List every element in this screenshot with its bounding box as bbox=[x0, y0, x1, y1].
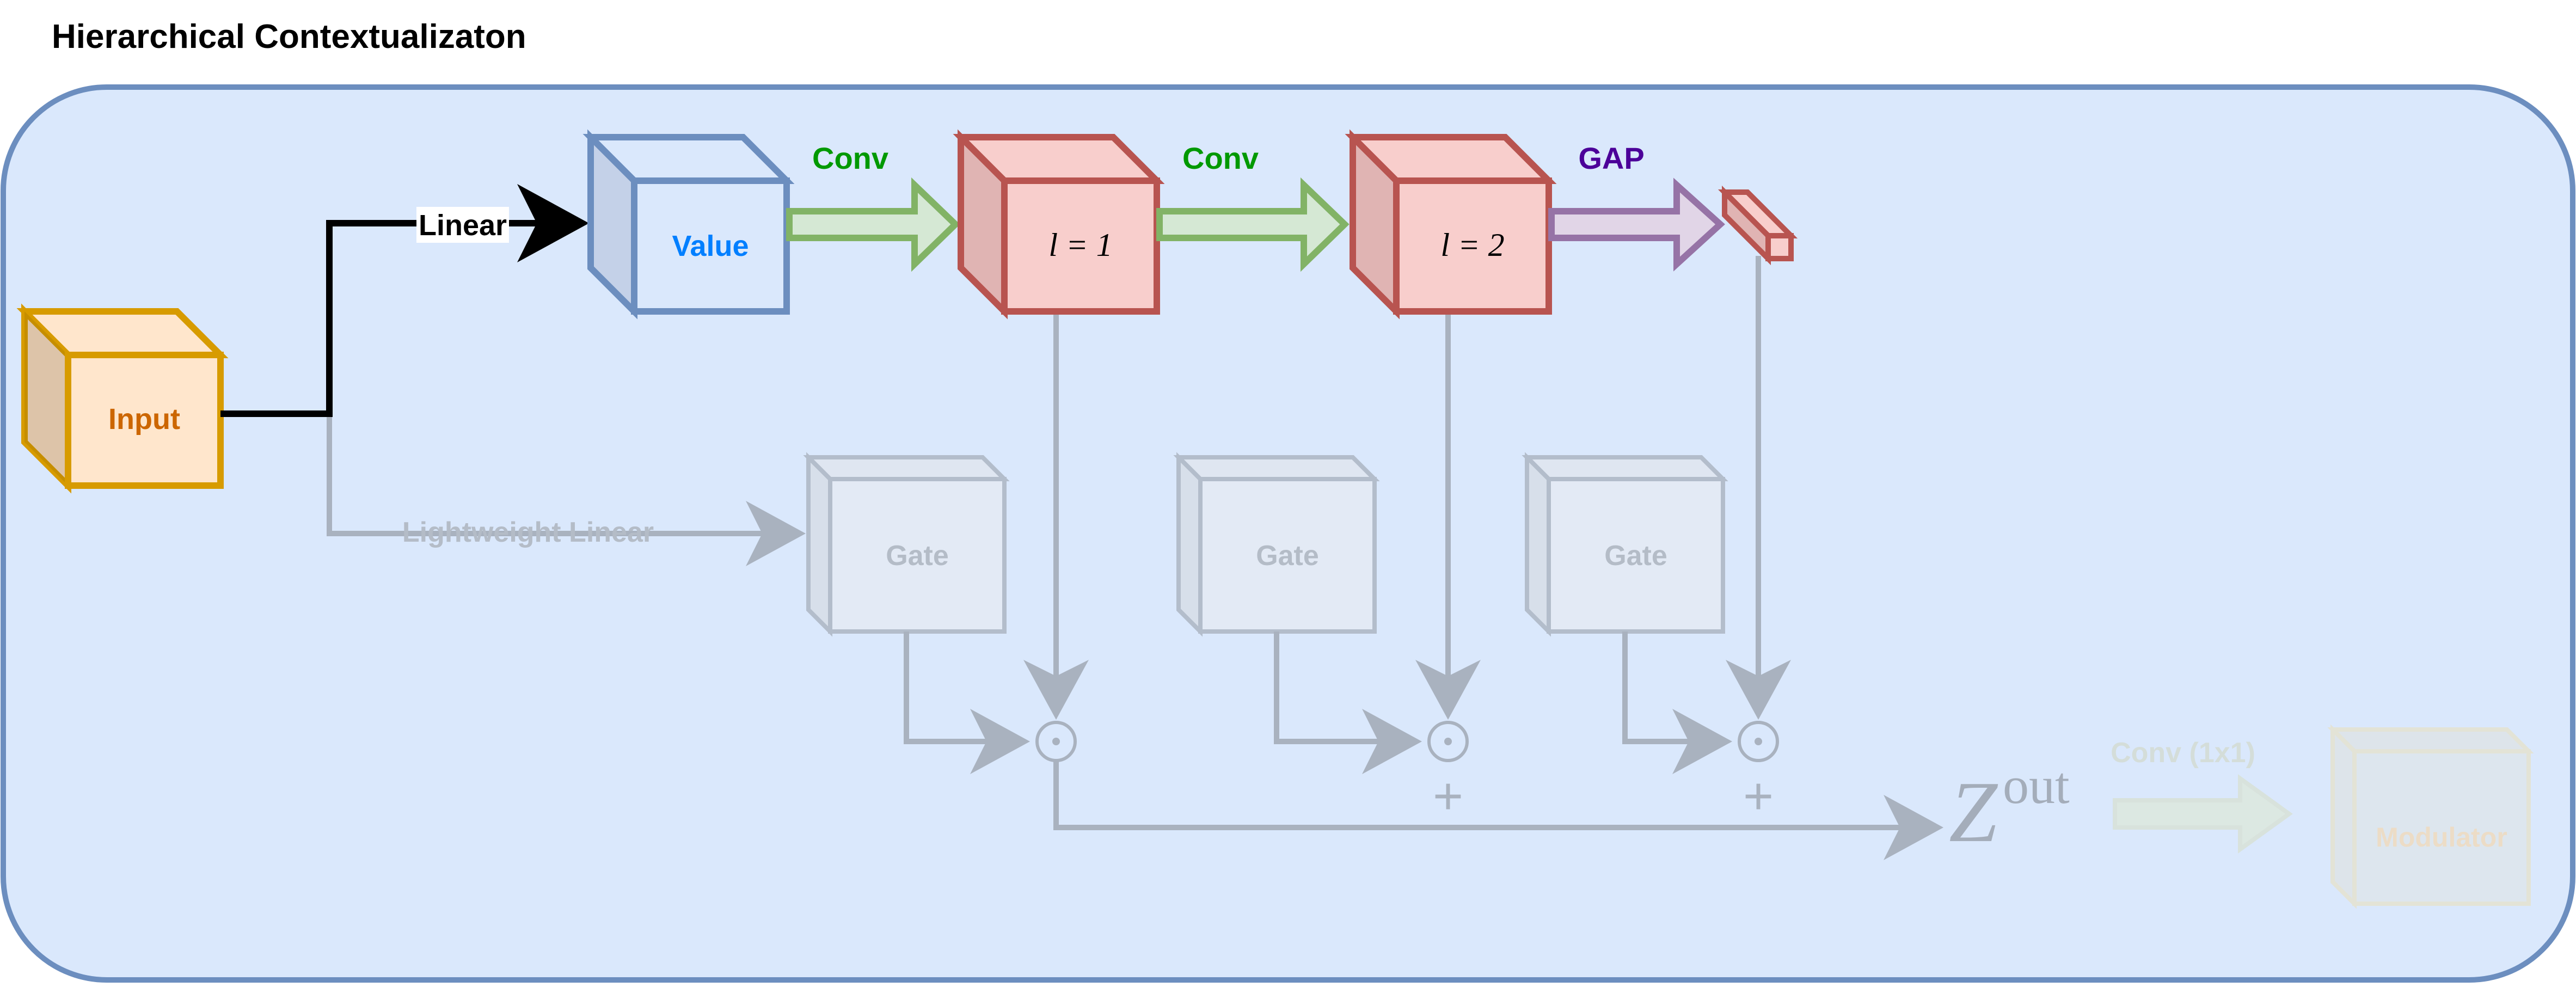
modulator-label: Modulator bbox=[2376, 822, 2507, 853]
conv-arrow-1 bbox=[786, 177, 960, 272]
gap-label: GAP bbox=[1578, 141, 1644, 175]
gate-2-to-mul-2 bbox=[1274, 632, 1422, 774]
level-2-label: l = 2 bbox=[1440, 227, 1504, 263]
linear-label: Linear bbox=[419, 209, 507, 242]
modulator-cube: Modulator bbox=[2327, 724, 2534, 909]
sum-to-zout-connector bbox=[1053, 761, 1943, 860]
gate-3-to-mul-3 bbox=[1622, 632, 1732, 774]
gate-3-cube: Gate bbox=[1522, 452, 1728, 637]
gate-2-label: Gate bbox=[1256, 540, 1319, 572]
gate-3-label: Gate bbox=[1604, 540, 1667, 572]
conv1x1-arrow bbox=[2113, 774, 2293, 854]
level-1-label: l = 1 bbox=[1048, 227, 1112, 263]
input-label: Input bbox=[108, 403, 180, 436]
level-1-cube: l = 1 bbox=[953, 129, 1165, 320]
conv-arrow-2 bbox=[1156, 177, 1350, 272]
input-cube: Input bbox=[16, 303, 229, 494]
lightweight-linear-label: Lightweight Linear bbox=[402, 517, 654, 548]
conv1x1-label: Conv (1x1) bbox=[2111, 737, 2255, 769]
pooled-vector-cuboid bbox=[1718, 185, 1798, 266]
lightweight-linear-connector bbox=[327, 414, 806, 566]
gate-1-to-mul-1 bbox=[904, 632, 1030, 774]
plus-operator-1: + bbox=[1433, 767, 1463, 825]
level-2-cube: l = 2 bbox=[1345, 129, 1557, 320]
mul-operator-2 bbox=[1427, 721, 1469, 762]
zout-superscript: out bbox=[2003, 756, 2070, 814]
gate-1-label: Gate bbox=[886, 540, 949, 572]
conv-label-2: Conv bbox=[1182, 141, 1259, 175]
value-cube: Value bbox=[582, 129, 795, 320]
gate-1-cube: Gate bbox=[803, 452, 1010, 637]
diagram-title: Hierarchical Contextualizaton bbox=[52, 18, 526, 56]
value-label: Value bbox=[672, 230, 749, 262]
gate-2-cube: Gate bbox=[1173, 452, 1380, 637]
mul-operator-3 bbox=[1738, 721, 1779, 762]
conv-label-1: Conv bbox=[812, 141, 888, 175]
plus-operator-2: + bbox=[1743, 767, 1774, 825]
gap-arrow bbox=[1548, 177, 1725, 272]
linear-label-bg bbox=[416, 207, 509, 243]
zout-base: Z bbox=[1949, 763, 1998, 860]
faded-layer: Lightweight Linear Gate Gate Gate bbox=[327, 256, 2534, 909]
